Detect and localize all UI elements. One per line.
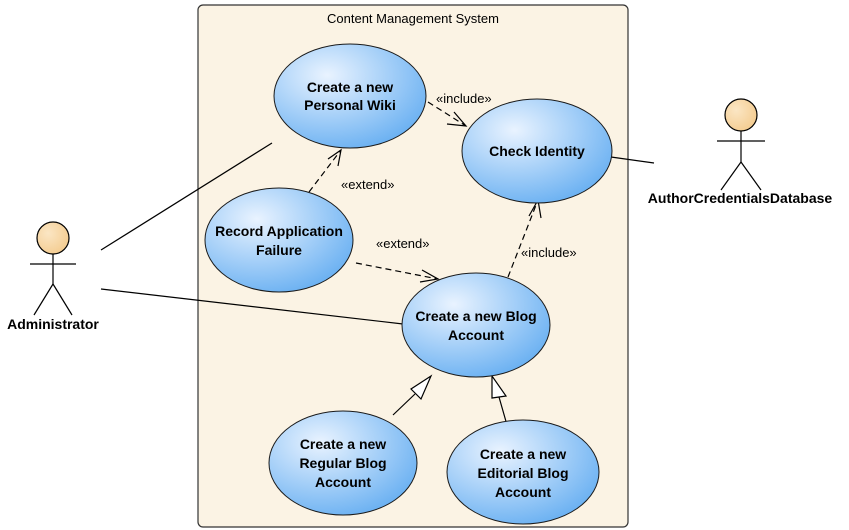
extend-relation-failure-wiki	[308, 148, 342, 193]
extend-label-wiki: «extend»	[341, 177, 395, 192]
include-relation-wiki-identity	[427, 101, 468, 127]
use-case-check-identity[interactable]: Check Identity	[461, 98, 613, 204]
use-case-label-line: Personal Wiki	[304, 97, 396, 113]
use-case-blog-account[interactable]: Create a new Blog Account	[401, 272, 551, 378]
use-case-editorial-blog-account[interactable]: Create a new Editorial Blog Account	[446, 419, 600, 525]
include-label-blog: «include»	[521, 245, 577, 260]
use-case-label-line: Account	[448, 327, 504, 343]
use-case-label-line: Failure	[256, 242, 302, 258]
system-title: Content Management System	[327, 11, 499, 26]
use-case-label-line: Create a new Blog	[415, 308, 536, 324]
extend-relation-failure-blog	[355, 262, 440, 283]
extend-label-blog: «extend»	[376, 236, 430, 251]
use-case-label-line: Create a new	[307, 79, 393, 95]
use-case-label-line: Create a new	[480, 446, 566, 462]
use-case-label-line: Account	[315, 474, 371, 490]
use-case-label-line: Account	[495, 484, 551, 500]
association-admin-personal-wiki	[100, 142, 273, 251]
generalization-editorial-blog	[491, 374, 508, 426]
use-case-label-line: Check Identity	[489, 143, 585, 159]
actor-label-administrator: Administrator	[7, 316, 99, 332]
use-case-record-application-failure[interactable]: Record Application Failure	[204, 187, 354, 293]
actor-label-author-credentials-database: AuthorCredentialsDatabase	[648, 190, 833, 206]
actor-author-credentials-database[interactable]: AuthorCredentialsDatabase	[648, 98, 833, 206]
use-case-label-line: Regular Blog	[299, 455, 386, 471]
actor-administrator[interactable]: Administrator	[7, 221, 99, 332]
use-case-regular-blog-account[interactable]: Create a new Regular Blog Account	[268, 410, 418, 516]
use-case-label-line: Editorial Blog	[478, 465, 569, 481]
association-check-identity-db	[610, 156, 655, 164]
include-label-wiki: «include»	[436, 91, 492, 106]
association-admin-blog-account	[100, 288, 404, 325]
use-case-personal-wiki[interactable]: Create a new Personal Wiki	[273, 43, 427, 149]
use-case-label-line: Record Application	[215, 223, 343, 239]
stick-figure-icon	[717, 98, 765, 191]
stick-figure-icon	[30, 221, 76, 316]
generalization-regular-blog	[392, 374, 433, 416]
use-case-label-line: Create a new	[300, 436, 386, 452]
